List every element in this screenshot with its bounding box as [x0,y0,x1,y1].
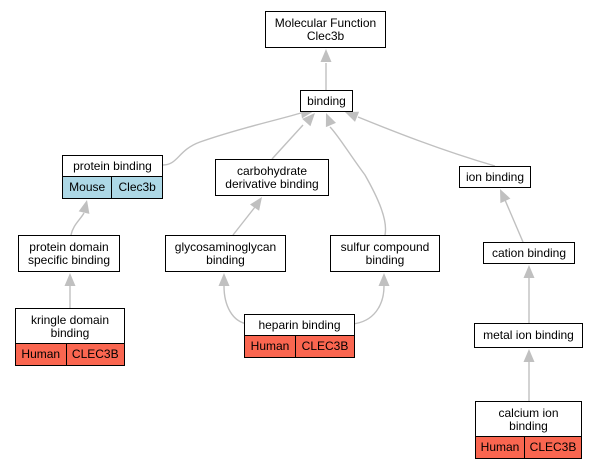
edge-protein-binding-to-binding [162,107,314,166]
go-term-molecular-function[interactable]: Molecular Function Clec3b [265,11,386,48]
edge-gag-binding-to-carb-binding [232,197,262,236]
species-tag: Human [476,437,524,458]
arrowhead [64,273,76,286]
gene-tag: CLEC3B [524,437,581,458]
go-term-protein-domain-specific-binding[interactable]: protein domain specific binding [18,235,120,272]
go-term-metal-ion-binding[interactable]: metal ion binding [474,323,583,348]
edge-carb-binding-to-binding [271,113,315,160]
go-term-sulfur-compound-binding[interactable]: sulfur compound binding [330,235,440,272]
edge-sulfur-binding-to-binding [325,113,387,236]
go-term-calcium-ion-binding[interactable]: calcium ion binding Human CLEC3B [475,401,582,459]
arrowhead [218,273,230,286]
go-term-protein-binding[interactable]: protein binding Mouse Clec3b [62,155,163,199]
edge-ion-binding-to-binding [345,111,496,167]
term-label: carbohydrate derivative binding [225,163,319,191]
annotation-tags: Mouse Clec3b [63,176,163,198]
arrowhead [345,111,360,122]
gene-tag: Clec3b [111,177,163,198]
edge-protein-domain-to-protein-binding [70,200,90,236]
arrowhead [302,113,315,127]
arrowhead [500,189,511,204]
species-tag: Human [245,336,295,357]
annotation-tags: Human CLEC3B [245,335,354,357]
annotation-tags: Human CLEC3B [476,436,581,458]
term-label: calcium ion binding [498,405,559,433]
term-label: sulfur compound binding [340,239,430,267]
arrowhead [78,200,90,214]
go-term-binding[interactable]: binding [300,90,353,112]
edge-metal-ion-to-cation-binding [523,265,535,323]
term-label: protein binding [73,159,152,173]
go-term-ion-binding[interactable]: ion binding [459,166,531,188]
arrowhead [523,349,535,362]
arrowhead [250,197,262,211]
term-label: ion binding [465,169,525,184]
species-tag: Human [16,344,66,365]
annotation-tags: Human CLEC3B [16,343,124,365]
arrowhead [325,113,336,128]
term-label: heparin binding [258,318,341,332]
go-term-kringle-domain-binding[interactable]: kringle domain binding Human CLEC3B [15,308,125,366]
edge-binding-to-mf [320,49,332,90]
term-label: cation binding [491,245,567,260]
edge-calcium-to-metal-ion [523,349,535,401]
edge-kringle-to-protein-domain [64,273,76,308]
term-label: binding [307,93,346,108]
arrowhead [320,49,332,62]
arrowhead [523,265,535,278]
edge-cation-binding-to-ion-binding [500,189,524,243]
term-label: kringle domain binding [30,312,110,340]
gene-tag: CLEC3B [295,336,354,357]
term-label: metal ion binding [483,328,574,342]
species-tag: Mouse [63,177,112,198]
gene-tag: CLEC3B [65,344,124,365]
term-label: Molecular Function Clec3b [274,15,377,43]
term-label: protein domain specific binding [27,239,111,267]
edge-heparin-to-sulfur-binding [351,273,390,325]
go-term-glycosaminoglycan-binding[interactable]: glycosaminoglycan binding [165,235,286,272]
term-label: glycosaminoglycan binding [174,239,277,267]
arrowhead [378,273,390,286]
go-term-cation-binding[interactable]: cation binding [483,242,575,264]
go-term-heparin-binding[interactable]: heparin binding Human CLEC3B [244,314,355,358]
go-term-carbohydrate-derivative-binding[interactable]: carbohydrate derivative binding [215,159,329,196]
